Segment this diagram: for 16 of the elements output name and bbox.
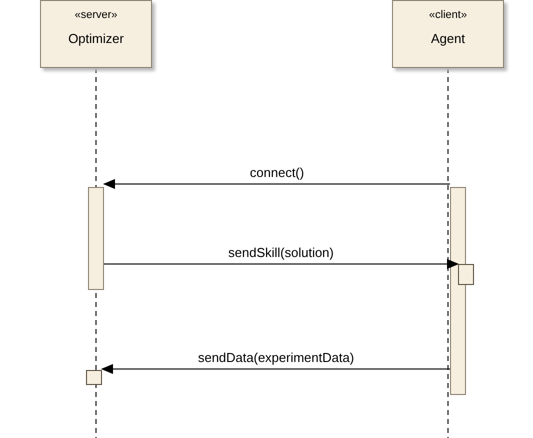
participant-name: Agent	[431, 31, 465, 46]
message-arrow	[104, 259, 459, 269]
message-label: connect()	[250, 165, 304, 180]
message-label: sendSkill(solution)	[228, 245, 334, 260]
message-arrow	[103, 179, 450, 189]
activation-box	[458, 264, 474, 285]
message-label: sendData(experimentData)	[198, 350, 354, 365]
activation-bar	[88, 187, 104, 290]
stereotype-label: «server»	[74, 9, 118, 21]
activation-box	[86, 370, 102, 385]
stereotype-label: «client»	[429, 9, 467, 21]
lifeline-head-box	[40, 0, 152, 68]
lifeline-head-box	[392, 0, 504, 68]
participant-name: Optimizer	[68, 31, 124, 46]
message-arrow	[101, 364, 450, 374]
activation-bar	[450, 187, 466, 395]
